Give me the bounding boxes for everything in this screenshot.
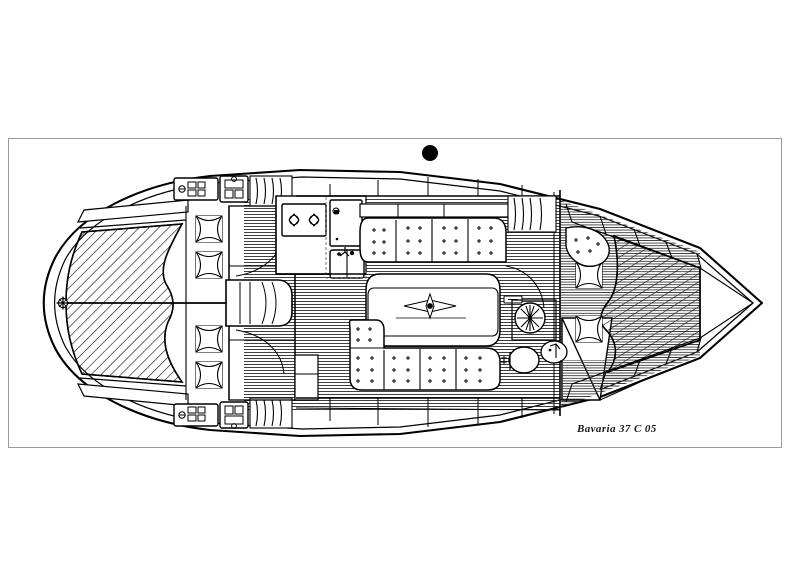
shower-drain-rosette [514, 302, 546, 334]
door-swing-forward-lower [235, 329, 285, 375]
berth-pillow-forward-port [195, 215, 223, 243]
locker-box-port [173, 177, 219, 201]
shower-pan [225, 279, 293, 327]
locker-glyph-port-2 [224, 176, 244, 199]
wardrobe-vent-slats-starboard [249, 397, 293, 429]
saloon [295, 177, 561, 427]
door-swing-saloon [505, 265, 545, 309]
model-label: Bavaria 37 C 05 [576, 423, 657, 435]
aft-cabin-cushion-seat [565, 226, 610, 267]
wash-basin-aft [540, 340, 568, 364]
locker-box-port-2 [219, 175, 249, 203]
berth-pillow-aft-port [195, 251, 223, 279]
table-rosette-motif [403, 292, 457, 320]
settee-tufting-upper [372, 226, 493, 255]
mast-position-marker [422, 145, 438, 161]
hull-side-lockers [565, 203, 754, 403]
aft-cabin [560, 226, 701, 408]
saloon-table [365, 273, 501, 347]
v-berth-front-edge [79, 219, 187, 229]
berth-pillow-forward-starboard [195, 325, 223, 353]
saloon-upper-locker-divs [329, 177, 523, 196]
berth-pillow-aft-starboard [195, 361, 223, 389]
lower-settee [348, 319, 501, 391]
companionway-steps [507, 195, 557, 233]
v-berth-aft-edge [79, 377, 187, 387]
companionway-bulkhead [507, 190, 561, 416]
upper-settee [359, 203, 509, 263]
galley [275, 195, 367, 279]
locker-glyph-port [178, 181, 206, 197]
forepeak-cabin [56, 199, 243, 407]
bow-datum-crosshair [56, 296, 70, 310]
aft-berth-pillow-lower [575, 315, 603, 343]
settee-tufting-lower [356, 327, 482, 383]
locker-glyph-starboard-2 [224, 405, 244, 429]
locker-glyph-starboard [178, 406, 206, 422]
forward-head [225, 205, 319, 401]
faucet-icon [337, 247, 355, 257]
page-border [8, 138, 782, 448]
saloon-lower-locker-divs [329, 398, 523, 427]
bow-lockers [173, 175, 293, 429]
head-step [294, 354, 319, 401]
marine-toilet [501, 346, 540, 374]
stove [281, 203, 327, 237]
refrigerator [329, 199, 363, 247]
